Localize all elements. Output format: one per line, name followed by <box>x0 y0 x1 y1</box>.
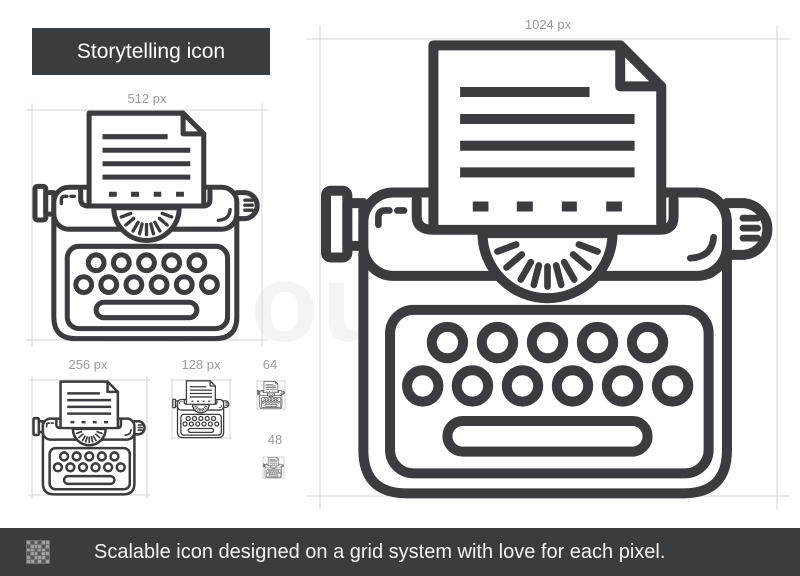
size-label-128: 128 px <box>181 357 221 372</box>
typewriter-icon-128 <box>170 378 232 440</box>
pixel-grid-icon <box>26 540 50 564</box>
typewriter-icon-48 <box>262 456 285 479</box>
typewriter-icon-1024 <box>306 25 791 510</box>
size-label-64: 64 <box>262 357 278 372</box>
footer-text: Scalable icon designed on a grid system … <box>94 540 666 563</box>
size-label-1024: 1024 px <box>524 17 572 32</box>
size-label-48: 48 <box>267 432 283 447</box>
size-label-256: 256 px <box>68 357 108 372</box>
typewriter-icon-512 <box>25 103 269 347</box>
typewriter-icon-256 <box>28 376 151 499</box>
typewriter-icon-64 <box>256 380 286 410</box>
size-label-512: 512 px <box>127 91 167 106</box>
page-title: Storytelling icon <box>32 28 270 75</box>
footer-bar: Scalable icon designed on a grid system … <box>0 528 800 576</box>
